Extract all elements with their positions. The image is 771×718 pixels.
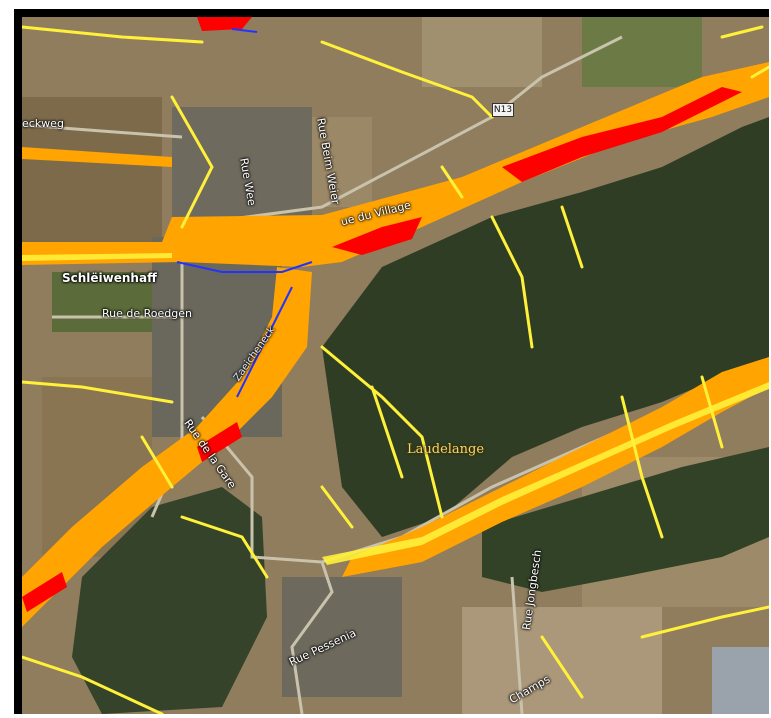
locality-label-laudelange: Laudelange <box>407 442 485 457</box>
flood-zone-low-band <box>22 253 769 565</box>
flood-zone-high <box>22 17 742 612</box>
street-label-rue-de-roedgen: Rue de Roedgen <box>102 307 192 320</box>
road-shield: N13 <box>492 103 514 117</box>
field-patch <box>422 17 542 87</box>
field-patch <box>22 97 162 247</box>
street-label-eckweg: eckweg <box>22 117 64 130</box>
place-label-schleiwenhaff: Schlëiwenhaff <box>62 271 157 285</box>
field-patch <box>462 607 662 714</box>
flood-hazard-map[interactable]: eckweg Schlëiwenhaff Rue de Roedgen ue d… <box>22 17 769 714</box>
industrial-area <box>712 647 769 714</box>
village-area <box>282 577 402 697</box>
map-canvas <box>22 17 769 714</box>
field-patch <box>582 17 702 87</box>
map-frame: eckweg Schlëiwenhaff Rue de Roedgen ue d… <box>14 9 769 714</box>
forest-central <box>322 117 769 537</box>
flood-zone-low <box>22 25 769 714</box>
village-area <box>172 107 312 237</box>
flood-channel <box>176 28 313 398</box>
forest-southwest <box>72 487 267 714</box>
forest-southeast <box>482 447 769 592</box>
